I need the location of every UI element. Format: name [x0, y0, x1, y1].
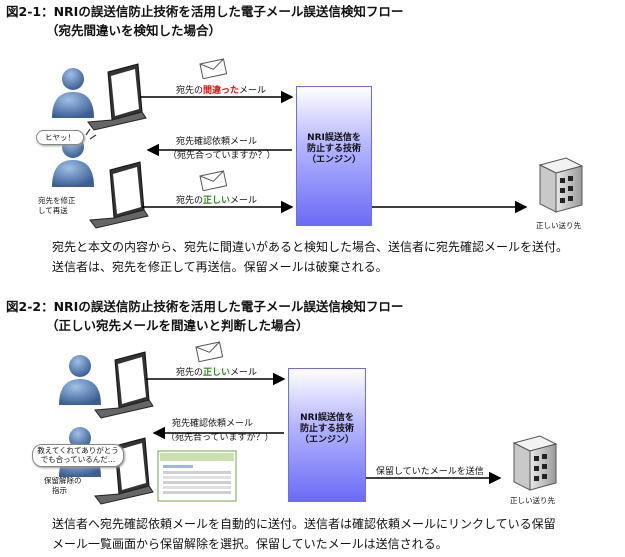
figure1-message-bottom: 宛先の正しいメール: [176, 196, 257, 207]
sender-person-icon: [52, 68, 94, 118]
bubble-line2: でも合っているんだ…: [40, 455, 116, 464]
laptop-icon: [94, 437, 154, 505]
figure2-subtitle: （正しい宛先メールを間違いと判断した場合）: [46, 318, 309, 333]
figure2-confirm-label: 宛先確認依頼メール: [172, 419, 254, 429]
figure2-description-line1: 送信者へ宛先確認依頼メールを自動的に送付。送信者は確認依頼メールにリンクしている…: [52, 517, 556, 531]
engine-label-line1: NRI誤送信を: [300, 413, 354, 423]
message-prefix: 宛先の: [176, 196, 204, 206]
envelope-icon: [199, 58, 228, 80]
bubble-line1: 教えてくれてありがとう: [37, 446, 119, 455]
engine-label-line2: 防止する技術: [299, 424, 354, 434]
surprise-bubble: ヒヤッ！: [36, 130, 84, 145]
figure2-message-top: 宛先の正しいメール: [176, 368, 257, 379]
engine-label-line2: 防止する技術: [306, 144, 361, 154]
server-label: 正しい送り先: [510, 496, 555, 505]
fix-address-label-line1: 宛先を修正: [38, 196, 76, 205]
figure2-description-line2: メール一覧画面から保留解除を選択。保留していたメールは送信される。: [52, 537, 448, 551]
laptop-icon: [87, 63, 147, 131]
envelope-icon: [199, 170, 228, 192]
envelope-icon: [195, 341, 224, 363]
figure2-confirm-sublabel: （宛先合っていますか？）: [166, 433, 274, 443]
laptop-icon: [89, 161, 149, 229]
engine-label-line3: （エンジン）: [306, 155, 361, 165]
figure1-subtitle: （宛先間違いを検知した場合）: [46, 23, 222, 38]
message-suffix: メール: [239, 86, 267, 96]
laptop-icon: [94, 351, 154, 419]
sender-person-icon: [59, 355, 101, 405]
release-label-line2: 指示: [52, 486, 67, 495]
figure1-message-top: 宛先の間違ったメール: [176, 86, 266, 97]
server-label: 正しい送り先: [536, 221, 581, 230]
message-highlight: 正しい: [203, 196, 231, 206]
message-highlight: 間違った: [203, 86, 240, 96]
fix-address-label-line2: して再送: [38, 206, 68, 215]
message-highlight: 正しい: [203, 368, 231, 378]
server-icon: [512, 435, 558, 491]
server-icon: [538, 157, 584, 213]
pending-mail-list-thumbnail: [157, 450, 237, 502]
message-suffix: メール: [230, 196, 258, 206]
message-suffix: メール: [230, 368, 258, 378]
nri-engine-box: NRI誤送信を 防止する技術 （エンジン）: [296, 86, 372, 226]
figure1-confirm-sublabel: （宛先合っていますか？）: [168, 151, 276, 161]
figure1-description-line2: 送信者は、宛先を修正して再送信。保留メールは破棄される。: [52, 260, 388, 274]
engine-label-line1: NRI誤送信を: [307, 133, 361, 143]
message-prefix: 宛先の: [176, 86, 204, 96]
figure1-description-line1: 宛先と本文の内容から、宛先に間違いがあると検知した場合、送信者に宛先確認メールを…: [52, 240, 569, 254]
nri-engine-box: NRI誤送信を 防止する技術 （エンジン）: [288, 368, 366, 502]
engine-label-line3: （エンジン）: [299, 435, 354, 445]
figure2-title: 図2-2：NRIの誤送信防止技術を活用した電子メール誤送信検知フロー: [6, 299, 404, 314]
release-label-line1: 保留解除の: [44, 476, 82, 485]
thanks-bubble: 教えてくれてありがとう でも合っているんだ…: [32, 444, 124, 467]
figure1-confirm-label: 宛先確認依頼メール: [176, 137, 258, 147]
figure1-title: 図2-1：NRIの誤送信防止技術を活用した電子メール誤送信検知フロー: [6, 4, 404, 19]
release-send-label: 保留していたメールを送信: [376, 467, 484, 477]
message-prefix: 宛先の: [176, 368, 204, 378]
